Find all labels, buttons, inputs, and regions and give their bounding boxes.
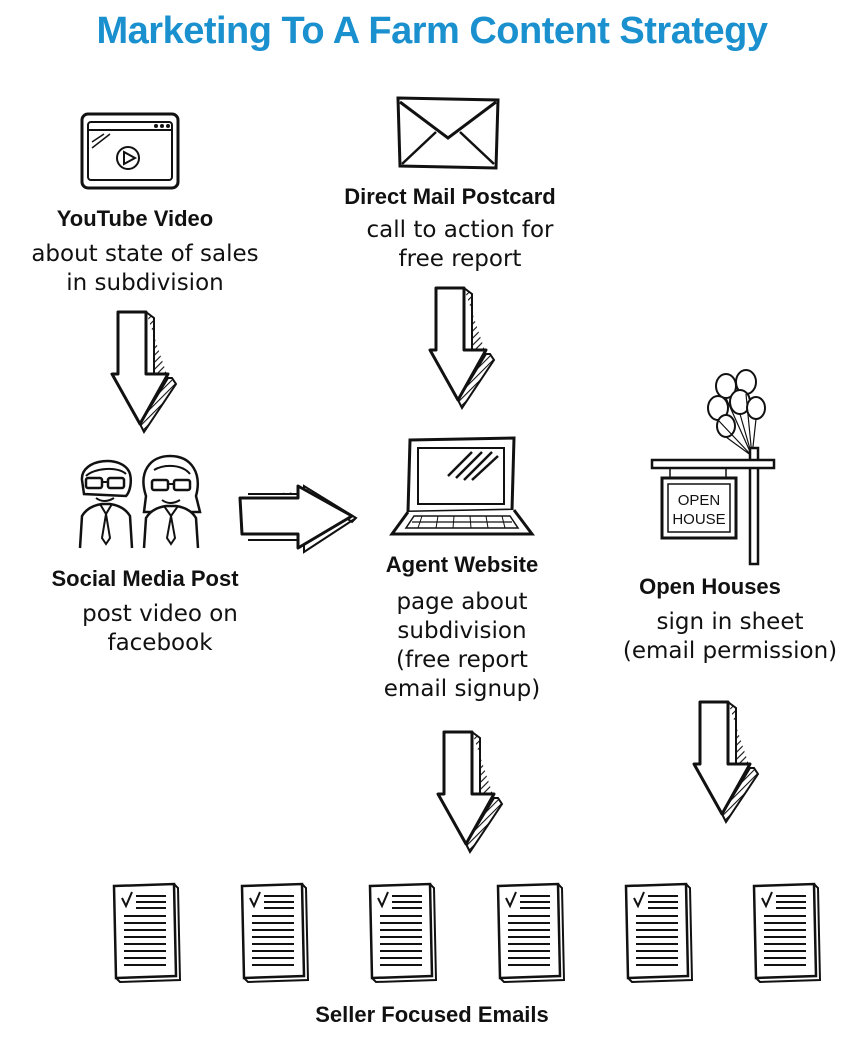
document-checklist-icon bbox=[368, 882, 438, 984]
arrow-mail-to-website bbox=[426, 286, 496, 410]
open-houses-description: sign in sheet (email permission) bbox=[622, 609, 838, 664]
sign-text-line-1: OPEN bbox=[678, 492, 721, 509]
people-icon bbox=[78, 454, 202, 549]
arrow-social-to-website bbox=[238, 484, 358, 554]
youtube-description: about state of sales in subdivision bbox=[31, 241, 259, 296]
emails-label: Seller Focused Emails bbox=[315, 1002, 549, 1027]
arrow-openhouse-to-emails bbox=[690, 700, 760, 824]
direct-mail-description: call to action for free report bbox=[366, 217, 554, 272]
social-description: post video on facebook bbox=[82, 601, 238, 656]
envelope-icon bbox=[396, 96, 500, 170]
direct-mail-title: Direct Mail Postcard bbox=[344, 184, 556, 209]
open-house-sign-icon: OPEN HOUSE bbox=[650, 369, 776, 566]
video-play-icon bbox=[80, 112, 180, 190]
document-checklist-icon bbox=[624, 882, 694, 984]
arrow-website-to-emails bbox=[434, 730, 504, 854]
page-title: Marketing To A Farm Content Strategy bbox=[96, 10, 769, 52]
document-checklist-icon bbox=[112, 882, 182, 984]
documents-row bbox=[112, 882, 822, 984]
document-checklist-icon bbox=[496, 882, 566, 984]
youtube-title: YouTube Video bbox=[56, 206, 214, 231]
sign-text-line-2: HOUSE bbox=[672, 511, 725, 528]
social-title: Social Media Post bbox=[51, 566, 239, 591]
document-checklist-icon bbox=[752, 882, 822, 984]
website-description: page about subdivision (free report emai… bbox=[383, 589, 541, 702]
arrow-youtube-to-social bbox=[108, 310, 178, 434]
laptop-icon bbox=[389, 436, 535, 536]
document-checklist-icon bbox=[240, 882, 310, 984]
website-title: Agent Website bbox=[385, 552, 539, 577]
open-houses-title: Open Houses bbox=[639, 574, 781, 599]
